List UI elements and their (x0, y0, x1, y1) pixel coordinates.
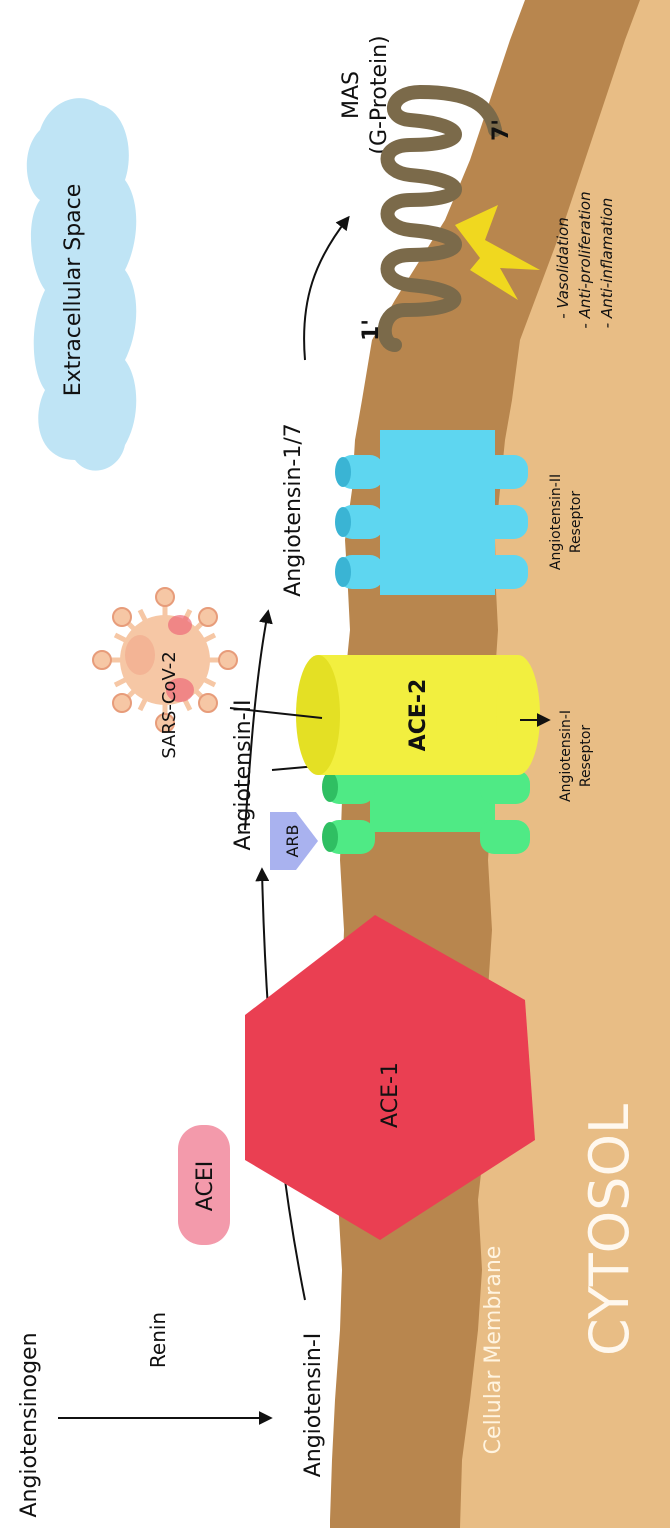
acei-badge: ACEI (178, 1125, 230, 1245)
angiotensin-ii-receptor-label-line2: Reseptor (568, 491, 584, 554)
acei-label: ACEI (193, 1161, 218, 1211)
angiotensin-ii-receptor-label-line1: Angiotensin-II (548, 474, 564, 570)
mas-coil-end-label: 7' (489, 119, 514, 141)
angiotensin-i-receptor-label-line1: Angiotensin-I (558, 710, 574, 802)
angiotensinogen-label: Angiotensinogen (17, 1332, 42, 1517)
mas-label: MAS (339, 71, 364, 119)
sars-cov-2-virus: SARS-CoV-2 (93, 588, 237, 759)
sars-cov-2-label: SARS-CoV-2 (159, 651, 180, 758)
angiotensin-1-7-label: Angiotensin-1/7 (281, 423, 306, 597)
extracellular-space-cloud: Extracellular Space (27, 98, 136, 471)
effect-vasolidation: - Vasolidation (554, 217, 572, 318)
cytosol-label: CYTOSOL (578, 1104, 641, 1356)
arb-badge: ARB (270, 812, 318, 870)
angiotensin-i-receptor-label-line2: Reseptor (578, 725, 594, 788)
effect-anti-proliferation: - Anti-proliferation (576, 191, 594, 328)
arb-label: ARB (283, 824, 302, 857)
angiotensin-ii-label: Angiotensin-II (231, 699, 256, 850)
cellular-membrane-label: Cellular Membrane (481, 1246, 506, 1455)
extracellular-space-label: Extracellular Space (61, 184, 86, 397)
angiotensin-i-label: Angiotensin-I (301, 1333, 326, 1478)
ace1-label: ACE-1 (378, 1062, 403, 1128)
mas-coil-start-label: 1' (359, 319, 384, 341)
effect-anti-inflamation: - Anti-inflamation (598, 198, 616, 329)
ace2-enzyme: ACE-2 (230, 655, 548, 775)
ace2-label: ACE-2 (406, 679, 431, 752)
mas-subtitle: (G-Protein) (367, 35, 392, 154)
angiotensin-1-7-to-mas-arrow (304, 218, 348, 360)
renin-label: Renin (146, 1312, 170, 1368)
